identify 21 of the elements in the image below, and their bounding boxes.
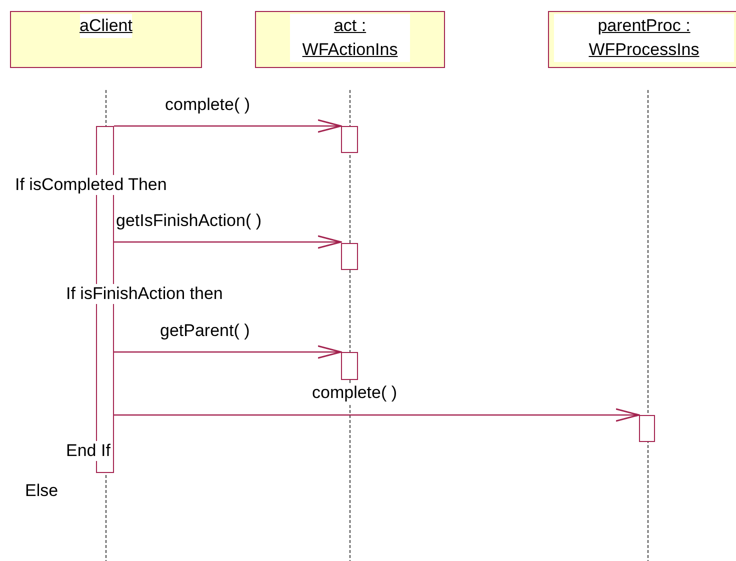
activation-bar [341,126,358,153]
message-label: getIsFinishAction( ) [116,211,262,231]
activation-bar [639,415,655,442]
object-name: aClient [80,14,132,38]
message-arrow [114,119,342,133]
object-box [255,11,445,68]
guard-text: End If [66,441,110,461]
message-label: getParent( ) [160,321,250,341]
message-arrow [114,235,342,249]
object-box [548,11,736,68]
message-arrow [114,345,342,359]
guard-text: If isCompleted Then [15,175,167,195]
activation-bar [341,243,358,270]
activation-bar [341,352,358,380]
guard-text: If isFinishAction then [66,284,223,304]
message-label: complete( ) [165,95,250,115]
object-name: parentProc : WFProcessIns [554,14,734,62]
object-box [10,11,202,68]
message-arrow [114,408,640,422]
object-name: act : WFActionIns [290,14,410,62]
message-label: complete( ) [312,383,398,403]
